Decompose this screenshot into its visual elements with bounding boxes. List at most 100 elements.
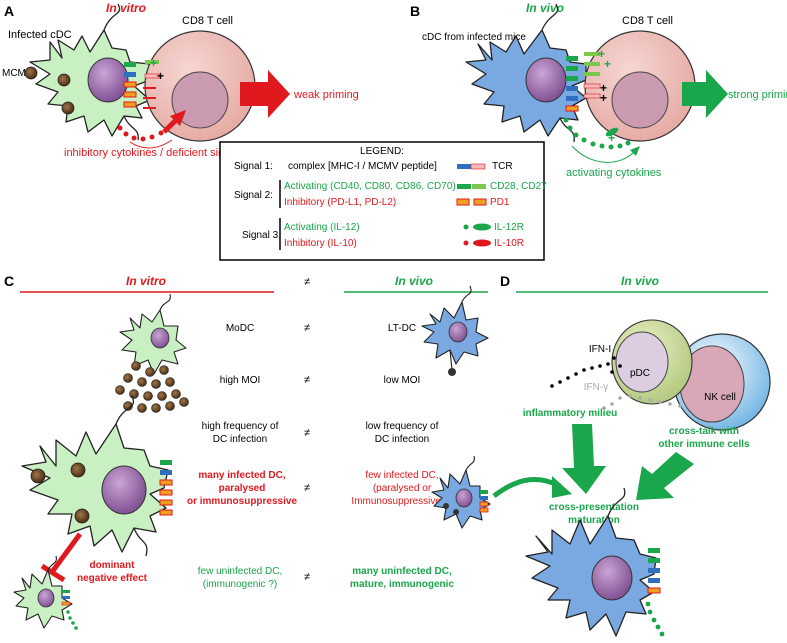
cytokine-curve-arrow [571, 145, 637, 163]
nucleus [525, 57, 567, 103]
row3-left-label-2: DC infection [213, 434, 267, 445]
plus-sign: + [150, 56, 157, 70]
virion [448, 368, 456, 376]
row4-left-label-2: paralysed [219, 483, 266, 494]
panel-c-neq: ≠ [304, 276, 310, 288]
row4-left-label: many infected DC, [198, 470, 285, 481]
plus-sign: + [598, 47, 605, 61]
tcr-receptor [583, 93, 601, 99]
mcmv-virion [24, 66, 38, 80]
row3-right-label: low frequency of [366, 421, 439, 432]
mhc-complex [566, 96, 578, 101]
cytokine-dot [123, 131, 129, 137]
cd28-receptor [145, 60, 159, 64]
row2-neq: ≠ [304, 374, 310, 386]
cd28-receptor [584, 72, 600, 76]
row4-left-label-3: or immunosuppressive [187, 496, 297, 507]
pdc-label: pDC [630, 368, 650, 379]
cd28-receptor [584, 52, 600, 56]
pdl-ligand [123, 101, 137, 108]
panel-c-right-title: In vivo [395, 274, 433, 288]
costim-ligand [566, 56, 578, 61]
inhibition-bar [40, 563, 66, 583]
plus-sign: + [600, 81, 607, 95]
legend-cd28-symbol [472, 184, 486, 189]
ifng-dots [602, 394, 682, 410]
plus-sign: + [604, 57, 611, 71]
panel-c-letter: C [4, 273, 14, 289]
inhibition-line [49, 532, 83, 574]
row3-neq: ≠ [304, 427, 310, 439]
block-label: dominant [90, 560, 136, 571]
activating-cytokine-dots [563, 117, 631, 150]
legend-tcr-symbol [470, 163, 486, 170]
legend-pd1: PD1 [490, 197, 510, 208]
cytokine-dot [131, 135, 137, 141]
pdc-nucleus [615, 331, 669, 393]
ifng-label: IFN-γ [584, 382, 608, 393]
panel-d-letter: D [500, 273, 510, 289]
cd8-t-cell-label: CD8 T cell [622, 15, 673, 27]
strong-priming-label: strong priming [728, 89, 787, 101]
pdl-ligand [123, 81, 137, 88]
row1-neq: ≠ [304, 322, 310, 334]
mcmv-label: MCMV [2, 68, 33, 79]
cytokine-dot [149, 134, 155, 140]
legend-il12r: IL-12R [494, 222, 524, 233]
infected-dc-arrow [492, 476, 562, 498]
legend-tcr: TCR [492, 161, 513, 172]
mhc-complex [124, 72, 136, 77]
plus-sign: + [608, 131, 615, 145]
row4-neq: ≠ [304, 482, 310, 494]
il12-dots [645, 601, 665, 637]
legend-il10-symbol [463, 240, 469, 246]
ifn1-dots [550, 356, 622, 388]
legend-signal3-act: Activating (IL-12) [284, 222, 360, 233]
legend-pdl-symbol [456, 198, 470, 206]
legend-il10r-symbol [473, 239, 491, 247]
crosstalk-label-2: other immune cells [658, 439, 750, 450]
legend-pd1-symbol [473, 198, 487, 206]
legend-signal2-inh: Inhibitory (PD-L1, PD-L2) [284, 197, 396, 208]
legend-il12r-symbol [473, 223, 491, 231]
legend-signal1: Signal 1: [234, 161, 273, 172]
cd8-t-cell-label: CD8 T cell [182, 15, 233, 27]
cytokine-dot [117, 125, 123, 131]
legend-signal3: Signal 3 [242, 230, 279, 241]
panel-b-letter: B [410, 3, 420, 19]
row1-right-label: LT-DC [388, 323, 416, 334]
mature-dc-cell [525, 487, 657, 637]
cd28-receptor [584, 62, 600, 66]
nucleus [87, 57, 129, 103]
maturation-label: maturation [568, 515, 620, 526]
legend-costim-symbol [457, 184, 471, 189]
costim-ligand [566, 66, 578, 71]
block-label-2: negative effect [77, 573, 148, 584]
costim-ligand [124, 62, 136, 67]
legend-title: LEGEND: [360, 146, 404, 157]
panel-a-title: In vitro [106, 1, 146, 15]
panel-b-title: In vivo [526, 1, 564, 15]
ifn1-label: IFN-I [589, 344, 611, 355]
legend-cd28: CD28, CD27 [490, 181, 547, 192]
legend-signal2-act: Activating (CD40, CD80, CD86, CD70) [284, 181, 456, 192]
row3-right-label-2: DC infection [375, 434, 429, 445]
tcr-receptor [144, 73, 160, 79]
il12r-receptor [605, 127, 619, 137]
plus-sign: + [600, 91, 607, 105]
panel-b-note: activating cytokines [566, 167, 662, 179]
row4-right-label-3: Immunosuppressive ?) [351, 496, 452, 507]
costim-ligand [566, 76, 578, 81]
milieu-label: inflammatory milieu [523, 408, 617, 419]
cytokine-dot [158, 130, 164, 136]
panel-d-title: In vivo [621, 274, 659, 288]
row5-left-label: few uninfected DC, [198, 566, 283, 577]
many-infected-dc-cell [21, 395, 169, 557]
mhc-complex [566, 86, 578, 91]
milieu-arrow [562, 424, 606, 494]
panel-c-left-title: In vitro [126, 274, 166, 288]
cross-presentation-label: cross-presentation [549, 502, 639, 513]
strong-priming-arrow [682, 70, 728, 118]
legend-il10r: IL-10R [494, 238, 524, 249]
row5-right-label-2: mature, immunogenic [350, 579, 454, 590]
